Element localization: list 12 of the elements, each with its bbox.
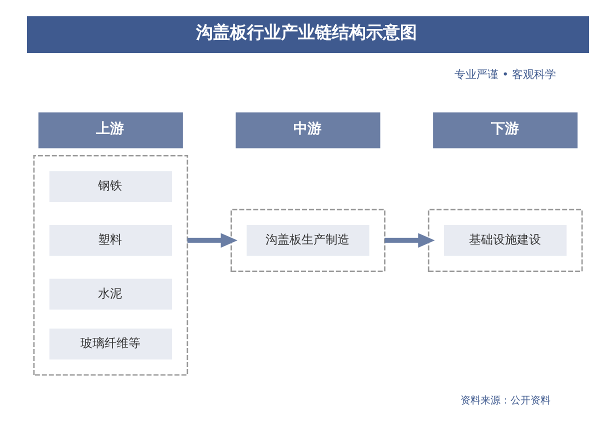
arrow (384, 233, 435, 248)
label: 资料来源：公开资料 (460, 395, 550, 406)
diagram-title: 沟盖板行业产业链结构示意图 (196, 22, 417, 42)
node-box: 下游 (433, 112, 578, 148)
label: 专业严谨 • 客观科学 (454, 68, 556, 81)
node-box: 上游 (38, 112, 183, 148)
arrow (187, 233, 238, 248)
node-box: 沟盖板生产制造 (246, 224, 370, 256)
cluster (428, 208, 583, 272)
cluster (230, 208, 386, 272)
node-box: 中游 (236, 112, 380, 148)
cluster (33, 155, 188, 376)
